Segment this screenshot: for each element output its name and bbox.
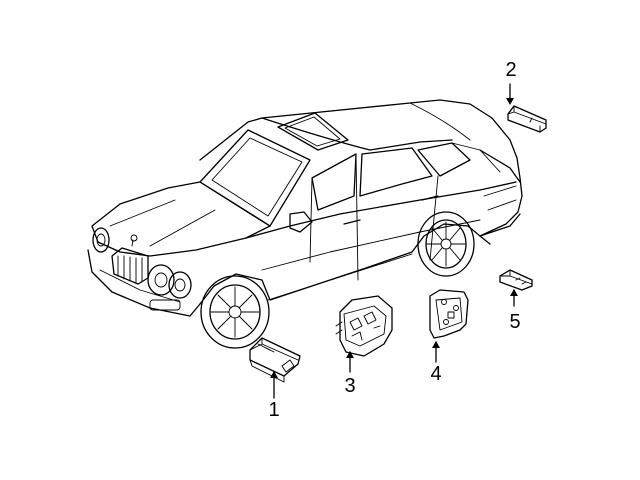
part-2-antenna-module xyxy=(506,83,547,133)
callout-5: 5 xyxy=(509,311,521,333)
part-5-small-module xyxy=(499,269,533,307)
callout-2: 2 xyxy=(505,59,517,81)
part-4-bracket xyxy=(429,289,469,363)
rear-wheel xyxy=(417,211,475,277)
car-illustration xyxy=(87,99,523,349)
callout-3: 3 xyxy=(344,375,356,397)
front-wheel xyxy=(200,275,270,349)
callout-1: 1 xyxy=(268,399,280,421)
callout-4: 4 xyxy=(430,363,442,385)
part-3-control-module xyxy=(335,295,393,373)
part-1-module xyxy=(249,337,301,399)
